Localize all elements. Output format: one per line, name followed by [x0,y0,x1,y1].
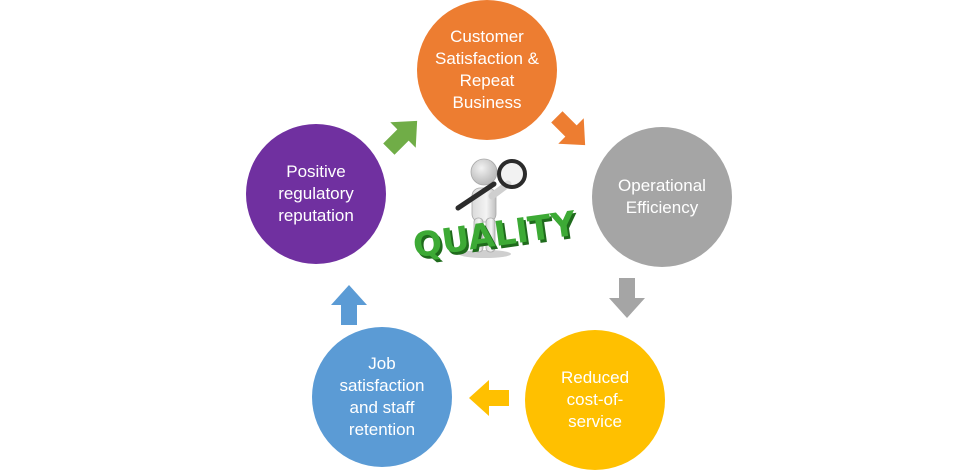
node-job-satisfaction: Job satisfaction and staff retention [312,327,452,467]
quality-illustration: QUALITY QUALITY [411,158,581,269]
arrow-up-right-icon [383,120,418,155]
node-positive-reputation: Positive regulatory reputation [246,124,386,264]
arrow-down-right-icon [551,111,586,146]
arrow-down-icon [609,278,645,318]
node-operational-efficiency: Operational Efficiency [592,127,732,267]
node-label: Customer Satisfaction & Repeat Business [435,27,539,112]
node-customer-satisfaction: Customer Satisfaction & Repeat Business [417,0,557,140]
arrow-left-icon [469,380,509,416]
node-label: Job satisfaction and staff retention [339,354,425,439]
node-label: Operational Efficiency [618,176,706,217]
arrow-up-icon [331,285,367,325]
node-label: Positive regulatory reputation [278,162,354,225]
node-label: Reduced cost-of-service [560,368,630,431]
node-reduced-cost: Reduced cost-of-service [525,330,665,470]
person-with-magnifier-icon [455,158,527,258]
